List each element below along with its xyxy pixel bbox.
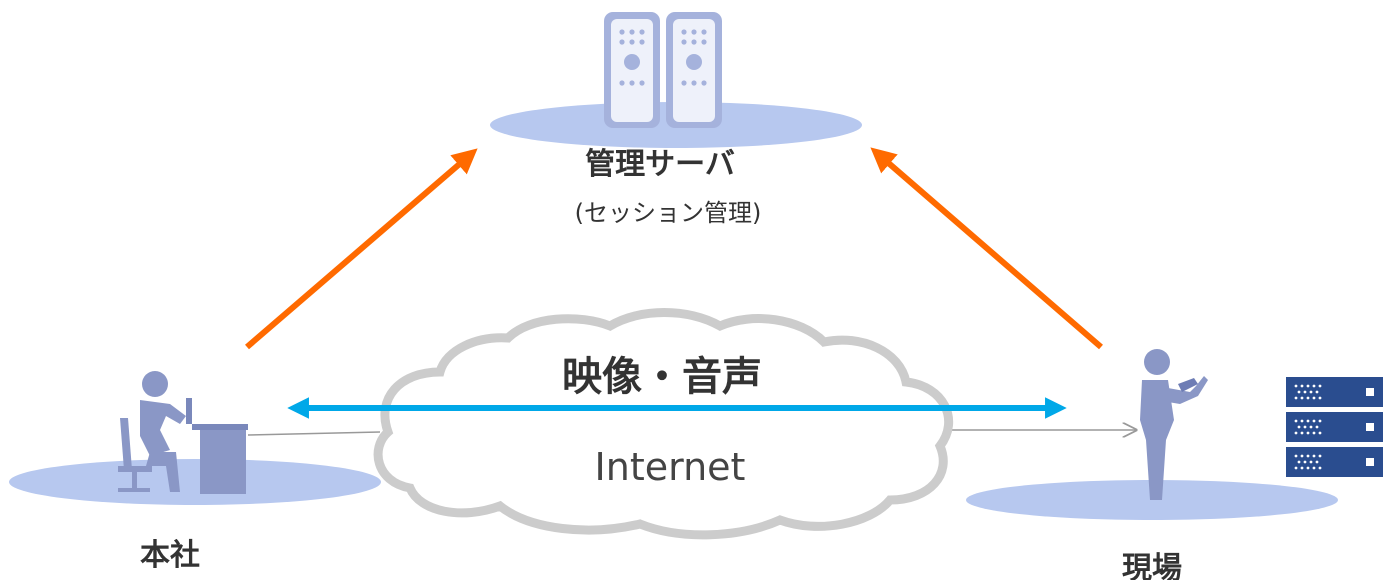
- server-subtitle: (セッション管理): [575, 199, 762, 227]
- field-worker-icon: [1140, 349, 1208, 500]
- cloud-icon: [373, 308, 954, 540]
- server-title: 管理サーバ: [585, 147, 735, 182]
- worker-at-desk-icon: [118, 371, 248, 494]
- hq-platform: [9, 459, 381, 505]
- rack-server-icon: [1286, 377, 1383, 477]
- cloud-label: Internet: [595, 445, 746, 489]
- hq-label: 本社: [140, 538, 200, 573]
- stream-label: 映像・音声: [562, 354, 762, 400]
- server-icon: [604, 12, 722, 128]
- site-label: 現場: [1122, 551, 1182, 580]
- hq-to-server-arrow: [245, 148, 478, 350]
- site-to-server-arrow: [870, 147, 1103, 350]
- hq-connection-line: [247, 431, 381, 436]
